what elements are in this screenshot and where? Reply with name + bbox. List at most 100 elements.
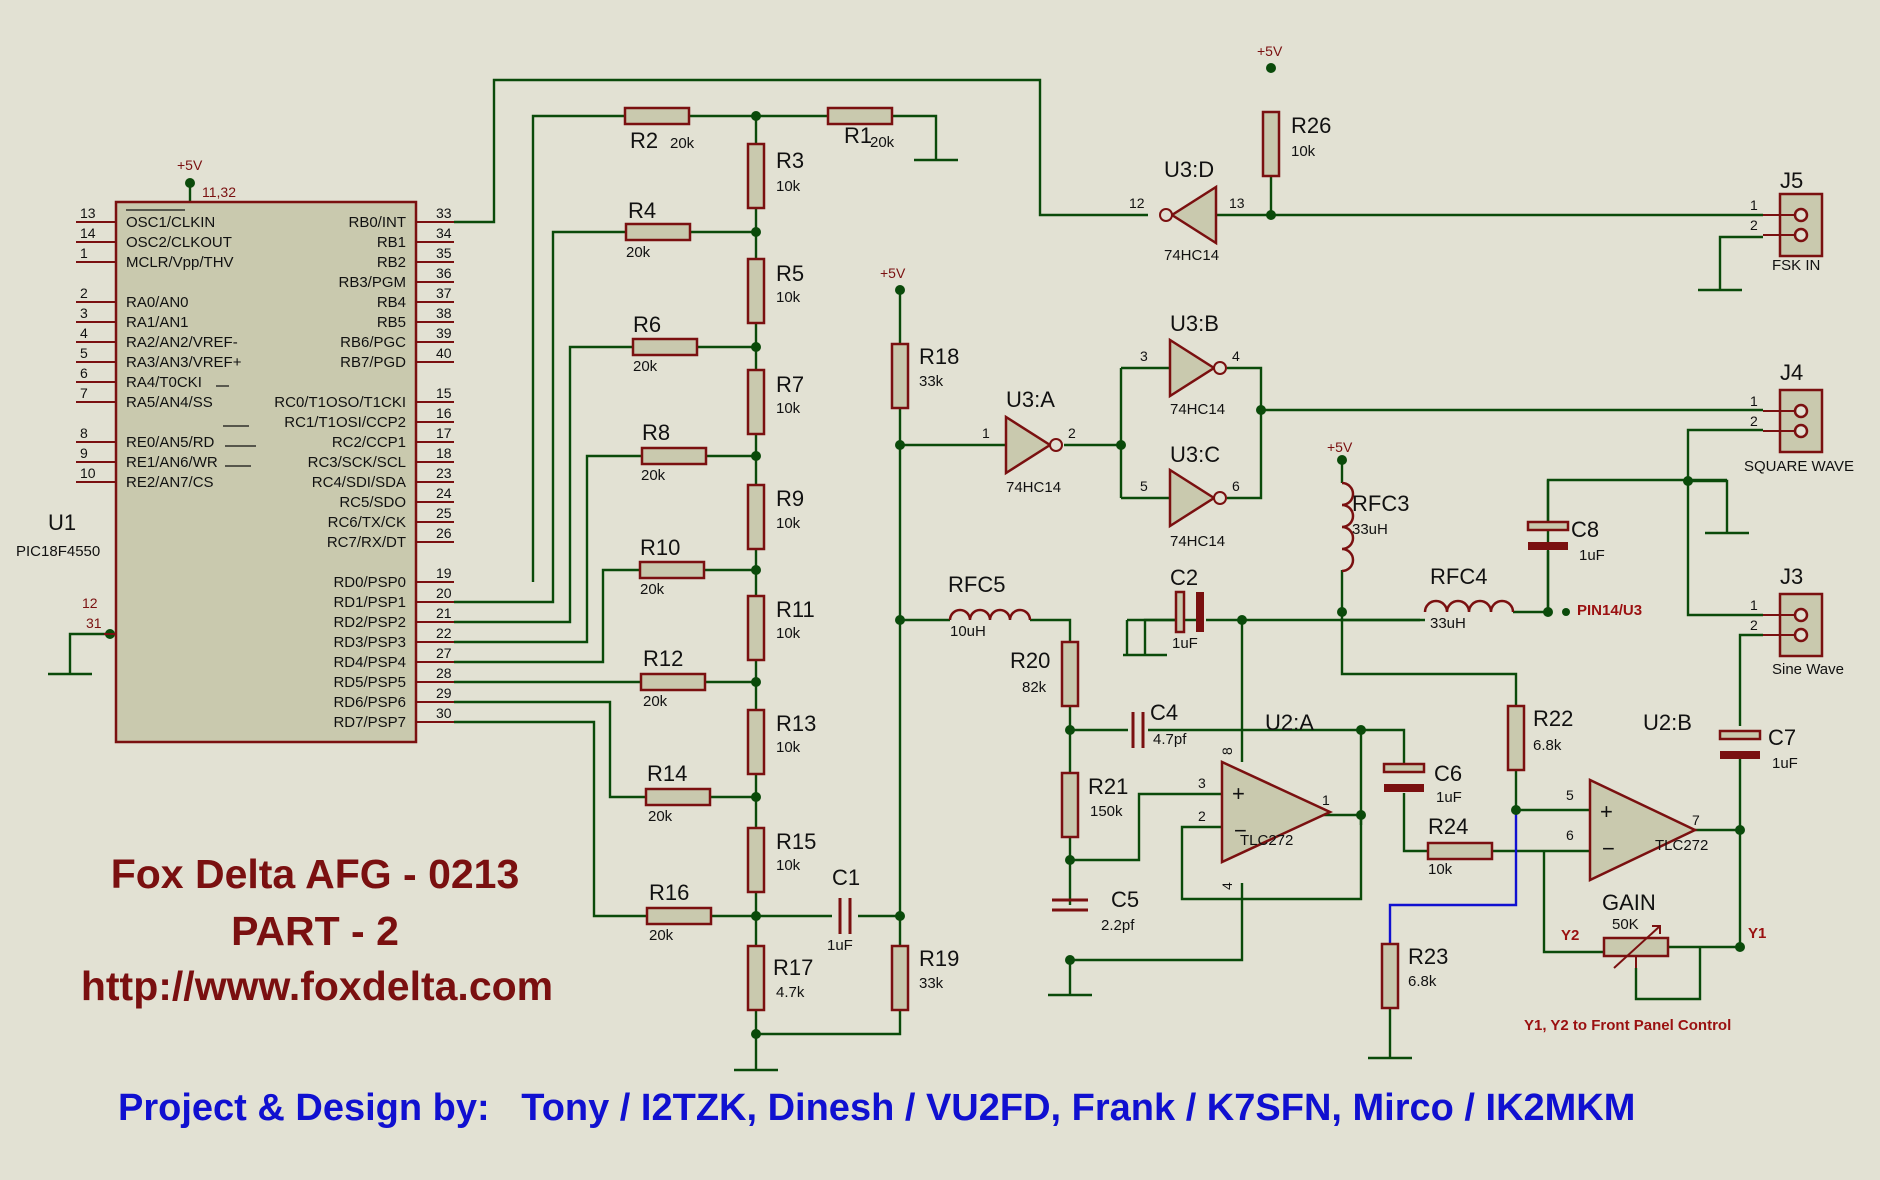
u1-right-pin-name: RC6/TX/CK bbox=[328, 514, 406, 531]
resistor-r8 bbox=[640, 446, 708, 466]
resistor-value: 10k bbox=[776, 857, 801, 874]
inverter-u3-b bbox=[1168, 337, 1217, 399]
inverter-u3-a bbox=[1004, 414, 1053, 476]
resistor-ref: R15 bbox=[776, 829, 816, 854]
u1-left-pin-name: RA5/AN4/SS bbox=[126, 394, 213, 411]
resistor-r5 bbox=[746, 257, 766, 325]
pot-ref: GAIN bbox=[1602, 890, 1656, 915]
resistor-value: 10k bbox=[776, 515, 801, 532]
u1-right-pin-name: RB2 bbox=[377, 254, 406, 271]
resistor-r7 bbox=[746, 368, 766, 436]
inverter-pin-out: 6 bbox=[1232, 478, 1240, 494]
u1-right-pin-number: 35 bbox=[436, 245, 452, 261]
resistor-value: 82k bbox=[1022, 679, 1047, 696]
resistor-value: 20k bbox=[870, 134, 895, 151]
connector-pin bbox=[1793, 423, 1809, 439]
resistor-value: 20k bbox=[640, 581, 665, 598]
pot-value: 50K bbox=[1612, 916, 1639, 933]
u1-right-pin-number: 39 bbox=[436, 325, 452, 341]
resistor-value: 10k bbox=[776, 625, 801, 642]
u1-left-pin-name: RA3/AN3/VREF+ bbox=[126, 354, 242, 371]
capacitor-ref: C5 bbox=[1111, 887, 1139, 912]
opamp-plus: + bbox=[1232, 781, 1245, 806]
opamp-part: TLC272 bbox=[1240, 832, 1293, 849]
u1-right-pin-name: RC1/T1OSI/CCP2 bbox=[284, 414, 406, 431]
resistor-ref: R13 bbox=[776, 711, 816, 736]
u1-right-pin-number: 22 bbox=[436, 625, 452, 641]
inductor-value: 33uH bbox=[1430, 615, 1466, 632]
junctions bbox=[105, 63, 1745, 1039]
connector-pin bbox=[1793, 207, 1809, 223]
capacitor-ref: C6 bbox=[1434, 761, 1462, 786]
u1-right-pin-name: RB4 bbox=[377, 294, 406, 311]
u1-left-pin-number: 1 bbox=[80, 245, 88, 261]
opamp-pin-plus: 3 bbox=[1198, 775, 1206, 791]
resistor-r10 bbox=[638, 560, 706, 580]
opamp-pin-gnd: 4 bbox=[1219, 882, 1235, 890]
u1-right-pin-name: RB3/PGM bbox=[338, 274, 406, 291]
resistor-value: 20k bbox=[643, 693, 668, 710]
connector-pin bbox=[1793, 627, 1809, 643]
resistor-r21 bbox=[1060, 771, 1080, 839]
resistor-r2 bbox=[623, 106, 691, 126]
resistor-ref: R5 bbox=[776, 261, 804, 286]
resistor-ref: R12 bbox=[643, 646, 683, 671]
resistor-ref: R6 bbox=[633, 312, 661, 337]
resistor-value: 20k bbox=[648, 808, 673, 825]
u1-gnd-pin-b: 31 bbox=[86, 615, 102, 631]
opamp-pin-minus: 2 bbox=[1198, 808, 1206, 824]
inductor-value: 10uH bbox=[950, 623, 986, 640]
u1-left-pin-name: RA2/AN2/VREF- bbox=[126, 334, 238, 351]
capacitor-plate bbox=[1174, 590, 1186, 634]
u1-right-pin-number: 15 bbox=[436, 385, 452, 401]
connector-j4 bbox=[1778, 388, 1824, 454]
capacitor-plate bbox=[1718, 729, 1762, 741]
resistor-r14 bbox=[644, 787, 712, 807]
u1-right-pin-number: 40 bbox=[436, 345, 452, 361]
inductor-ref: RFC5 bbox=[948, 572, 1005, 597]
u1-right-pin-name: RC3/SCK/SCL bbox=[308, 454, 406, 471]
y1-label: Y1 bbox=[1748, 925, 1766, 942]
opamp-minus: − bbox=[1234, 818, 1247, 843]
resistor-ref: R16 bbox=[649, 880, 689, 905]
capacitor-value: 1uF bbox=[827, 937, 853, 954]
resistor-r17 bbox=[746, 944, 766, 1012]
credits: Project & Design by: Tony / I2TZK, Dines… bbox=[118, 1087, 1635, 1129]
capacitor-value: 1uF bbox=[1436, 789, 1462, 806]
u1-right-pin-name: RC2/CCP1 bbox=[332, 434, 406, 451]
resistor-ref: R3 bbox=[776, 148, 804, 173]
resistor-ref: R21 bbox=[1088, 774, 1128, 799]
u1-right-pin-name: RD3/PSP3 bbox=[333, 634, 406, 651]
opamp-ref: U2:B bbox=[1643, 710, 1692, 735]
u1-left-pin-name: MCLR/Vpp/THV bbox=[126, 254, 234, 271]
u1-right-pin-number: 27 bbox=[436, 645, 452, 661]
resistor-ref: R11 bbox=[776, 597, 815, 622]
connector-ref: J4 bbox=[1780, 360, 1803, 385]
resistor-value: 10k bbox=[776, 289, 801, 306]
u1-left-pin-name: RE1/AN6/WR bbox=[126, 454, 218, 471]
u1-left-pin-number: 8 bbox=[80, 425, 88, 441]
inverter-ref: U3:A bbox=[1006, 387, 1055, 412]
capacitor-value: 2.2pf bbox=[1101, 917, 1135, 934]
resistor-value: 20k bbox=[626, 244, 651, 261]
title-line1: Fox Delta AFG - 0213 bbox=[111, 851, 520, 897]
u1-right-pin-number: 30 bbox=[436, 705, 452, 721]
capacitor-ref: C7 bbox=[1768, 725, 1796, 750]
resistor-ref: R8 bbox=[642, 420, 670, 445]
resistor-value: 6.8k bbox=[1408, 973, 1437, 990]
capacitor-ref: C8 bbox=[1571, 517, 1599, 542]
opamp-pin-out: 7 bbox=[1692, 812, 1700, 828]
resistor-value: 10k bbox=[1428, 861, 1453, 878]
u1-right-pin-name: RD2/PSP2 bbox=[333, 614, 406, 631]
mcu-u1: 11,32 U1 PIC18F4550 12 31 13OSC1/CLKIN14… bbox=[16, 184, 454, 744]
u1-right-pin-name: RC0/T1OSO/T1CKI bbox=[274, 394, 406, 411]
resistor-value: 33k bbox=[919, 373, 944, 390]
inverter-bubble bbox=[1213, 361, 1227, 375]
resistor-value: 20k bbox=[641, 467, 666, 484]
resistor-ref: R9 bbox=[776, 486, 804, 511]
opamp-u2-a bbox=[1220, 760, 1333, 864]
title-url: http://www.foxdelta.com bbox=[81, 963, 553, 1009]
inverter-part: 74HC14 bbox=[1164, 247, 1219, 264]
